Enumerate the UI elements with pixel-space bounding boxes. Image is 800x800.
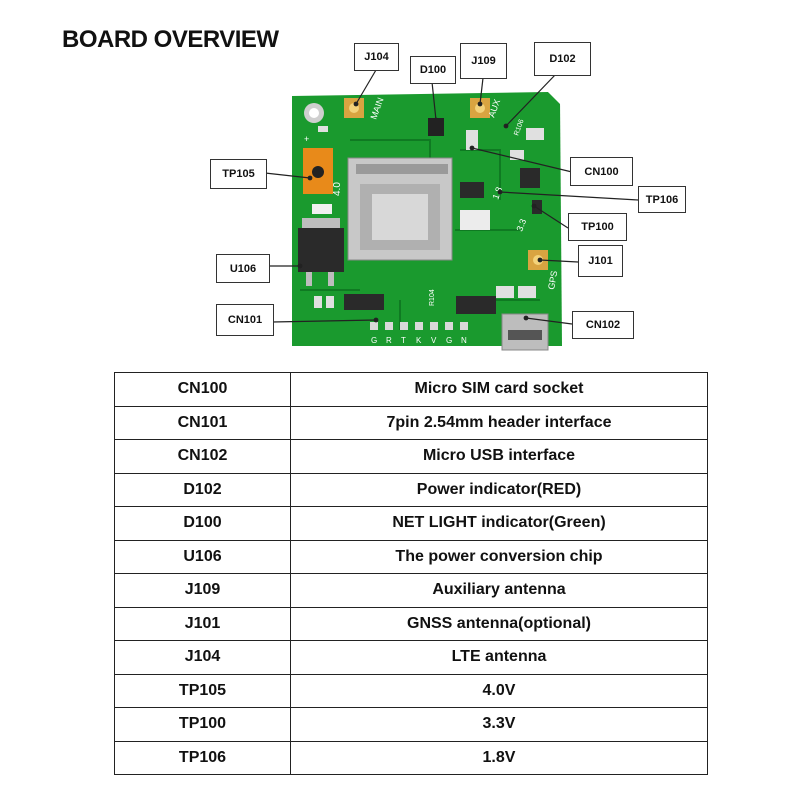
component-ref: CN102: [114, 439, 291, 474]
header-pin: [445, 322, 453, 330]
label-3v3: 3.3: [514, 218, 528, 233]
component-description: Micro USB interface: [290, 439, 708, 474]
board-diagram: + 4.0: [255, 69, 639, 351]
r104-label: R104: [429, 289, 436, 306]
component-ref: TP105: [114, 673, 291, 708]
component-ref: J104: [114, 640, 291, 675]
pin-label: G: [446, 336, 452, 345]
component-description: NET LIGHT indicator(Green): [290, 506, 708, 541]
component-description: 4.0V: [290, 673, 708, 708]
j109-connector: [470, 98, 490, 118]
smd-components: [312, 118, 544, 314]
pin-label: K: [416, 336, 422, 345]
callout-j109: J109: [460, 43, 507, 79]
component-description: LTE antenna: [290, 640, 708, 675]
component-ref: D100: [114, 506, 291, 541]
component-ref: U106: [114, 539, 291, 574]
component-description: 1.8V: [290, 740, 708, 775]
component-description: The power conversion chip: [290, 539, 708, 574]
header-pin: [400, 322, 408, 330]
callout-u106: U106: [216, 254, 270, 283]
component-ref: TP106: [114, 740, 291, 775]
header-pin: [460, 322, 468, 330]
component-ref: J109: [114, 573, 291, 608]
callout-cn101: CN101: [216, 304, 274, 336]
plus-label: +: [304, 134, 309, 144]
component-description: Power indicator(RED): [290, 472, 708, 507]
callout-j101: J101: [578, 245, 623, 277]
tp105-pad: [303, 148, 333, 194]
sim-socket: [347, 157, 453, 261]
gps-label: GPS: [546, 270, 559, 290]
pcb-board: + 4.0: [292, 92, 562, 351]
component-ref: CN101: [114, 405, 291, 440]
label-1v8: 1.8: [490, 186, 504, 201]
header-pin: [415, 322, 423, 330]
callout-tp105: TP105: [210, 159, 267, 189]
u106-chip: [298, 218, 344, 286]
pin-label: V: [431, 336, 437, 345]
header-pin: [370, 322, 378, 330]
component-ref: CN100: [114, 372, 291, 407]
component-ref: D102: [114, 472, 291, 507]
component-ref: TP100: [114, 707, 291, 742]
component-ref: J101: [114, 606, 291, 641]
callout-cn100: CN100: [570, 157, 633, 186]
callout-j104: J104: [354, 43, 399, 71]
component-description: Micro SIM card socket: [290, 372, 708, 407]
callout-d102: D102: [534, 42, 591, 76]
callout-d100: D100: [410, 56, 456, 84]
component-description: Auxiliary antenna: [290, 573, 708, 608]
label-4v0: 4.0: [332, 182, 343, 196]
j104-connector: [344, 98, 364, 118]
header-pin: [385, 322, 393, 330]
component-description: 3.3V: [290, 707, 708, 742]
callout-cn102: CN102: [572, 311, 634, 339]
pin-label: G: [371, 336, 377, 345]
pin-label: N: [461, 336, 467, 345]
component-description: 7pin 2.54mm header interface: [290, 405, 708, 440]
header-pin: [430, 322, 438, 330]
callout-tp106: TP106: [638, 186, 686, 213]
pin-label: R: [386, 336, 392, 345]
callout-tp100: TP100: [568, 213, 627, 241]
component-description: GNSS antenna(optional): [290, 606, 708, 641]
pin-label: T: [401, 336, 406, 345]
page-title: BOARD OVERVIEW: [62, 26, 279, 53]
